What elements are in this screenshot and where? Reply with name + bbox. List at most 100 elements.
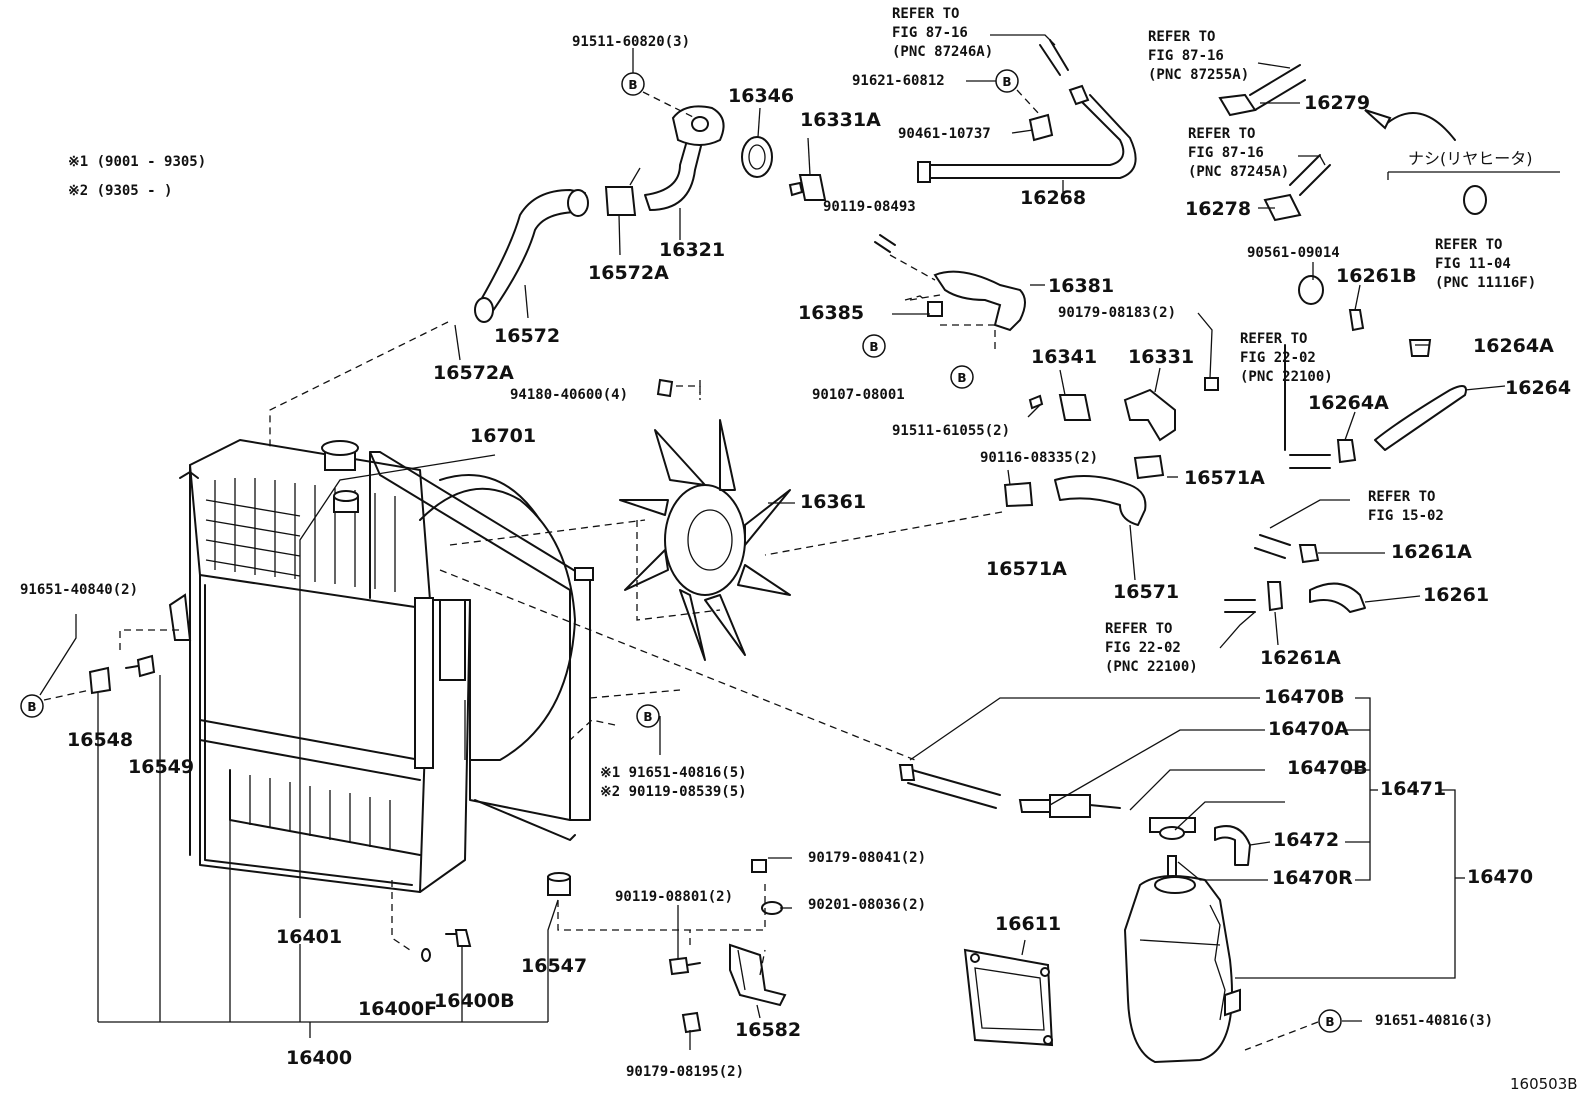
part-16572a-top: 16572A (588, 262, 669, 284)
fan-shroud-16701 (369, 451, 594, 841)
part-16701: 16701 (470, 425, 537, 447)
part-16400f: 16400F (358, 998, 438, 1020)
part-16331a: 16331A (800, 109, 881, 131)
japanese-note-no-rear-heater: ナシ(リヤヒータ) (1408, 149, 1533, 168)
part-16268: 16268 (1020, 187, 1087, 209)
marker-b-91651-40816-3: B (1318, 1009, 1342, 1033)
svg-text:B: B (643, 710, 652, 724)
date-code-2: ※2 (9305 - ) (68, 183, 173, 199)
radiator-support-16582 (729, 943, 787, 1007)
part-16261b: 16261B (1336, 265, 1417, 287)
part-16261: 16261 (1423, 584, 1490, 606)
part-16278: 16278 (1185, 198, 1252, 220)
part-16470b: 16470B (1287, 757, 1368, 779)
part-16470b-top: 16470B (1264, 686, 1345, 708)
note-91621-60812: 91621-60812 (852, 73, 945, 89)
marker-b-90107-08001: B (862, 334, 886, 358)
part-16261a: 16261A (1260, 647, 1341, 669)
part-16470a: 16470A (1268, 718, 1349, 740)
figure-code: 160503B (1510, 1075, 1578, 1093)
note-90561-09014: 90561-09014 (1247, 245, 1340, 261)
part-16549: 16549 (128, 756, 195, 778)
radiator-assembly-16400 (168, 439, 471, 893)
note-90107-08001: 90107-08001 (812, 387, 905, 403)
part-16471: 16471 (1380, 778, 1447, 800)
part-16547: 16547 (521, 955, 588, 977)
marker-b-label: B (628, 78, 637, 92)
part-16571a-right: 16571A (1184, 467, 1265, 489)
note-90116-08335: 90116-08335(2) (980, 450, 1099, 466)
svg-text:B: B (1325, 1015, 1334, 1029)
part-16321: 16321 (659, 239, 726, 261)
bracket-16381 (909, 270, 1026, 350)
hardware (88, 378, 783, 1034)
svg-text:B: B (1002, 75, 1011, 89)
marker-b-91511-60820: B (621, 72, 645, 96)
fan-16361 (619, 419, 791, 661)
note-91511-61055: 91511-61055(2) (892, 423, 1011, 439)
bypass-hose-16261 (1224, 534, 1366, 613)
reservoir-tank (1123, 855, 1241, 1064)
leader-lines (39, 34, 1506, 1050)
marker-b-91651-40840: B (20, 694, 44, 718)
note-90461-10737: 90461-10737 (898, 126, 991, 142)
bolt-markers: B B B B B B B (20, 69, 1342, 1033)
part-16264a: 16264A (1308, 392, 1389, 414)
assembly-lines (43, 89, 1319, 1051)
part-16472: 16472 (1273, 829, 1340, 851)
note-91651-40816-5: ※1 91651-40816(5) (600, 765, 747, 781)
svg-text:B: B (27, 700, 36, 714)
note-91651-40816-3: 91651-40816(3) (1375, 1013, 1494, 1029)
note-90119-08539: ※2 90119-08539(5) (600, 784, 747, 800)
part-16346: 16346 (728, 85, 795, 107)
note-90201-08036: 90201-08036(2) (808, 897, 927, 913)
svg-text:B: B (957, 371, 966, 385)
part-16264: 16264 (1505, 377, 1572, 399)
part-16401: 16401 (276, 926, 343, 948)
part-16470: 16470 (1467, 866, 1534, 888)
marker-b-91651-40816-5: B (636, 704, 660, 728)
part-16571a: 16571A (986, 558, 1067, 580)
part-16331: 16331 (1128, 346, 1195, 368)
note-94180-40600: 94180-40600(4) (510, 387, 629, 403)
part-16381: 16381 (1048, 275, 1115, 297)
part-16279: 16279 (1304, 92, 1371, 114)
rear-heater-fittings (1218, 64, 1560, 469)
note-90119-08801: 90119-08801(2) (615, 889, 734, 905)
part-16548: 16548 (67, 729, 134, 751)
part-16470r: 16470R (1272, 867, 1353, 889)
part-16572a: 16572A (433, 362, 514, 384)
shroud-bracket-16611 (963, 948, 1054, 1047)
svg-text:B: B (869, 340, 878, 354)
part-16385: 16385 (798, 302, 865, 324)
note-91651-40840: 91651-40840(2) (20, 582, 139, 598)
note-90119-08493: 90119-08493 (823, 199, 916, 215)
marker-b-91511-61055: B (950, 365, 974, 389)
part-16361: 16361 (800, 491, 867, 513)
part-16572: 16572 (494, 325, 561, 347)
upper-hoses (474, 105, 896, 323)
part-16341: 16341 (1031, 346, 1098, 368)
note-90179-08195: 90179-08195(2) (626, 1064, 745, 1080)
note-91511-60820: 91511-60820(3) (572, 34, 691, 50)
part-16571: 16571 (1113, 581, 1180, 603)
part-16400b: 16400B (434, 990, 515, 1012)
heater-hose-16268 (917, 39, 1137, 183)
part-16261a-top: 16261A (1391, 541, 1472, 563)
date-code-1: ※1 (9001 - 9305) (68, 154, 207, 170)
part-16582: 16582 (735, 1019, 802, 1041)
part-16400: 16400 (286, 1047, 353, 1069)
part-16264a-top: 16264A (1473, 335, 1554, 357)
note-90179-08183: 90179-08183(2) (1058, 305, 1177, 321)
part-16611: 16611 (995, 913, 1062, 935)
note-90179-08041: 90179-08041(2) (808, 850, 927, 866)
